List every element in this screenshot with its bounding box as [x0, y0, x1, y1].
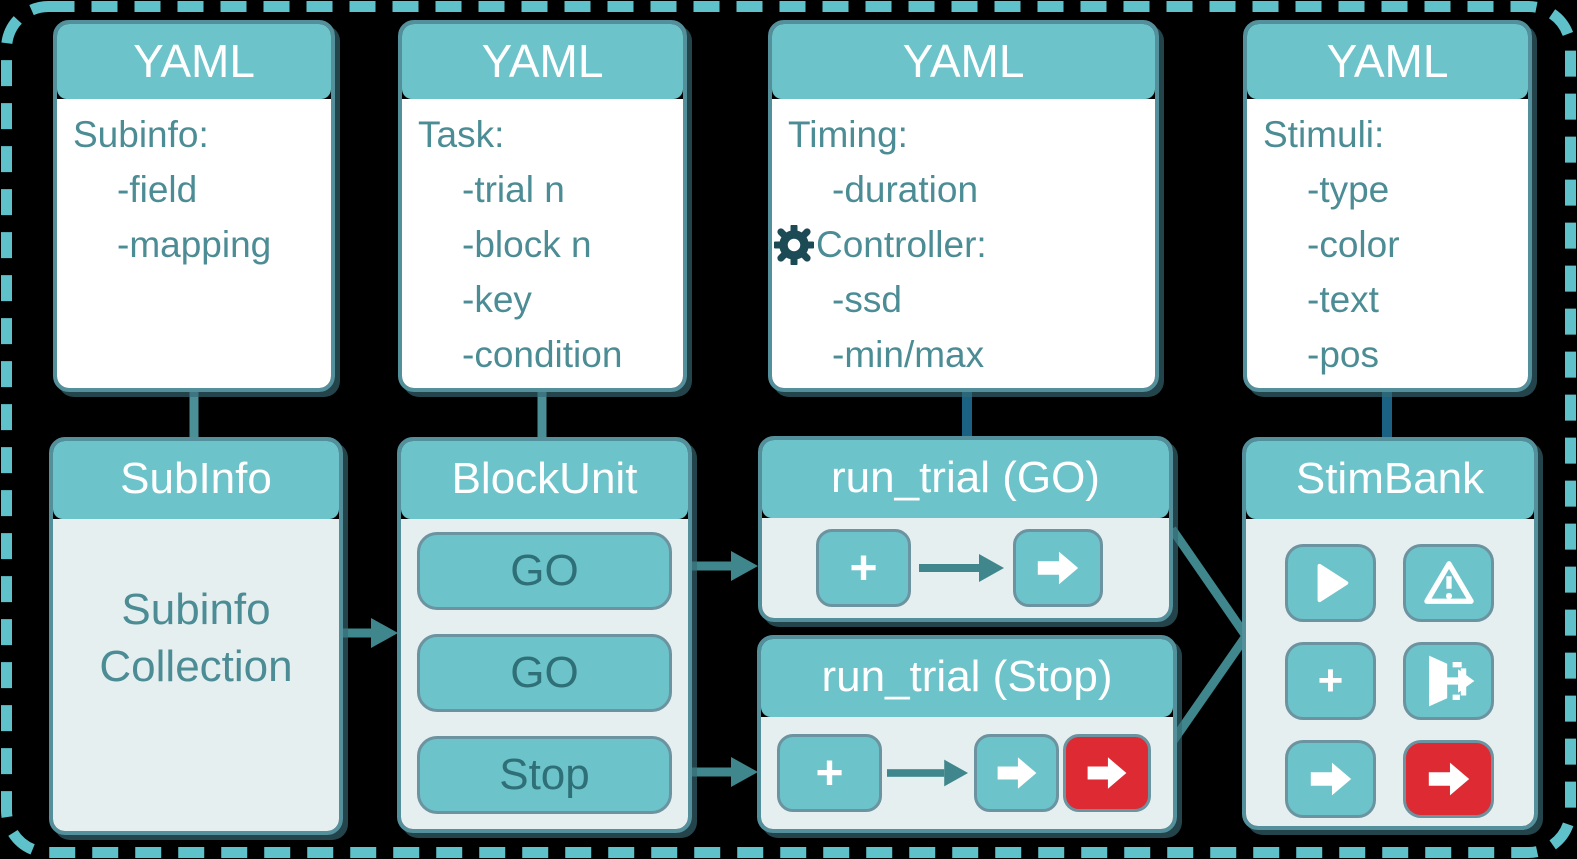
connector-runtrial-go-stimbank — [1168, 526, 1250, 639]
yaml-line: -condition — [462, 334, 623, 375]
arrow-right-icon — [1037, 551, 1079, 585]
run-trial-go-body: + — [762, 518, 1169, 618]
plus-icon: + — [849, 541, 878, 595]
yaml-box-title: YAML — [1247, 24, 1528, 99]
block-stop: Stop — [417, 736, 672, 814]
blockunit-component: BlockUnit GO GO Stop — [397, 437, 692, 833]
warning-icon — [1423, 561, 1474, 604]
connector-runtrial-stop-stimbank — [1169, 633, 1250, 744]
yaml-box-subinfo: YAML Subinfo: -field -mapping — [53, 20, 335, 392]
yaml-line: Task: — [418, 114, 505, 155]
yaml-line: Timing: — [788, 114, 908, 155]
go-arrow-stimulus-button — [1285, 740, 1376, 818]
flow-arrow-icon — [919, 554, 1004, 582]
fixation-step: + — [816, 529, 911, 607]
run-trial-stop-component: run_trial (Stop) + — [757, 635, 1177, 833]
yaml-line: -block n — [462, 224, 592, 265]
exit-stimulus-button — [1403, 642, 1494, 720]
yaml-box-title: YAML — [402, 24, 683, 99]
go-stimulus-step — [974, 734, 1059, 812]
yaml-line: -ssd — [832, 279, 902, 320]
stop-signal-step — [1063, 734, 1151, 812]
yaml-line: -trial n — [462, 169, 565, 210]
yaml-line: -type — [1307, 169, 1390, 210]
warning-stimulus-button — [1403, 544, 1494, 622]
yaml-box-timing: YAML Timing: -duration — [768, 20, 1159, 392]
subinfo-component: SubInfo Subinfo Collection — [49, 437, 343, 835]
plus-icon: + — [815, 746, 844, 800]
yaml-line: -mapping — [117, 224, 272, 265]
yaml-line: -text — [1307, 279, 1379, 320]
fixation-stimulus-button: + — [1285, 642, 1376, 720]
yaml-box-stimuli: YAML Stimuli: -type -color -text -pos — [1243, 20, 1532, 392]
yaml-box-body: Timing: -duration Cont — [772, 99, 1155, 388]
arrow-right-icon — [1087, 757, 1127, 789]
stimbank-title: StimBank — [1246, 441, 1534, 519]
yaml-line: -key — [462, 279, 532, 320]
play-stimulus-button — [1285, 544, 1376, 622]
subinfo-collection-label: Subinfo Collection — [99, 585, 293, 691]
yaml-box-body: Subinfo: -field -mapping — [57, 99, 331, 388]
yaml-line: -field — [117, 169, 198, 210]
yaml-line: -pos — [1307, 334, 1379, 375]
block-go-2: GO — [417, 634, 672, 712]
play-icon — [1317, 563, 1348, 603]
yaml-line: Subinfo: — [73, 114, 209, 155]
stimbank-component: StimBank + — [1242, 437, 1538, 830]
arrow-right-icon — [997, 757, 1036, 789]
yaml-box-title: YAML — [57, 24, 331, 99]
yaml-line-text: Controller: — [816, 224, 987, 265]
yaml-box-task: YAML Task: -trial n -block n -key -condi… — [398, 20, 687, 392]
stop-arrow-stimulus-button — [1403, 740, 1494, 818]
gear-icon — [774, 224, 814, 265]
arrow-right-icon — [1428, 762, 1469, 796]
yaml-line: -duration — [832, 169, 979, 210]
subinfo-body: Subinfo Collection — [53, 519, 339, 831]
run-trial-go-component: run_trial (GO) + — [758, 436, 1173, 622]
yaml-box-body: Task: -trial n -block n -key -condition — [402, 99, 683, 388]
exit-icon — [1428, 655, 1474, 707]
yaml-line: -color — [1307, 224, 1400, 265]
flow-arrow-icon — [887, 759, 969, 787]
subinfo-title: SubInfo — [53, 441, 339, 519]
blockunit-body: GO GO Stop — [401, 519, 688, 829]
block-go-1: GO — [417, 532, 672, 610]
fixation-step: + — [777, 734, 882, 812]
arrow-right-icon — [1310, 762, 1351, 796]
plus-icon: + — [1317, 656, 1344, 705]
run-trial-go-title: run_trial (GO) — [762, 440, 1169, 518]
yaml-line: Stimuli: — [1263, 114, 1385, 155]
yaml-box-title: YAML — [772, 24, 1155, 99]
go-stimulus-step — [1013, 529, 1103, 607]
stimbank-body: + — [1246, 519, 1534, 826]
yaml-box-body: Stimuli: -type -color -text -pos — [1247, 99, 1528, 388]
arrow-subinfo-blockunit — [343, 618, 398, 648]
run-trial-stop-body: + — [761, 717, 1173, 829]
yaml-line: -min/max — [832, 334, 985, 375]
blockunit-title: BlockUnit — [401, 441, 688, 519]
yaml-line-controller: Controller: — [772, 217, 1155, 272]
run-trial-stop-title: run_trial (Stop) — [761, 639, 1173, 717]
